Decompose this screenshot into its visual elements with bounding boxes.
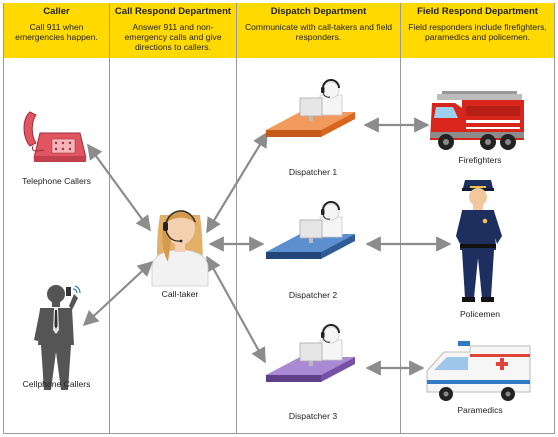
column-title: Dispatch Department <box>270 6 367 17</box>
label-cellphone-callers: Cellphone Callers <box>22 379 91 389</box>
column-title: Caller <box>43 6 70 17</box>
column-title: Field Respond Department <box>417 6 538 17</box>
column-description: Call 911 when emergencies happen. <box>15 22 98 42</box>
column-header-dispatch: Dispatch Department Communicate with cal… <box>237 3 400 58</box>
column-description: Communicate with call-takers and field r… <box>244 22 393 42</box>
cellphone-user-icon <box>34 285 81 390</box>
telephone-icon <box>23 111 87 162</box>
label-call-taker: Call-taker <box>161 289 199 299</box>
column-title: Call Respond Department <box>114 6 232 17</box>
label-firefighters: Firefighters <box>458 155 502 165</box>
column-description: Field responders include firefighters, p… <box>408 22 547 42</box>
call-taker-icon <box>151 210 209 287</box>
label-dispatcher-3: Dispatcher 3 <box>288 411 338 421</box>
column-header-caller: Caller Call 911 when emergencies happen. <box>4 3 109 58</box>
arrow-telephone-calltaker <box>87 143 151 232</box>
fire-truck-icon <box>430 91 524 150</box>
dispatcher-1-icon <box>266 79 355 137</box>
label-dispatcher-1: Dispatcher 1 <box>288 167 338 177</box>
column-header-call-respond: Call Respond Department Answer 911 and n… <box>110 3 236 58</box>
arrow-calltaker-dispatcher3 <box>206 255 266 364</box>
label-dispatcher-2: Dispatcher 2 <box>288 290 338 300</box>
ambulance-icon <box>426 341 531 401</box>
column-description: Answer 911 and non-emergency calls and g… <box>124 22 222 52</box>
arrow-calltaker-dispatcher1 <box>206 131 268 234</box>
policeman-icon <box>456 180 502 302</box>
label-paramedics: Paramedics <box>457 405 503 415</box>
dispatcher-3-icon <box>266 324 355 382</box>
column-header-field-respond: Field Respond Department Field responder… <box>401 3 554 58</box>
arrow-cellphone-calltaker <box>82 260 154 327</box>
label-telephone-callers: Telephone Callers <box>22 176 91 186</box>
dispatcher-2-icon <box>266 201 355 259</box>
connector-arrows <box>82 117 452 376</box>
label-policemen: Policemen <box>459 309 501 319</box>
